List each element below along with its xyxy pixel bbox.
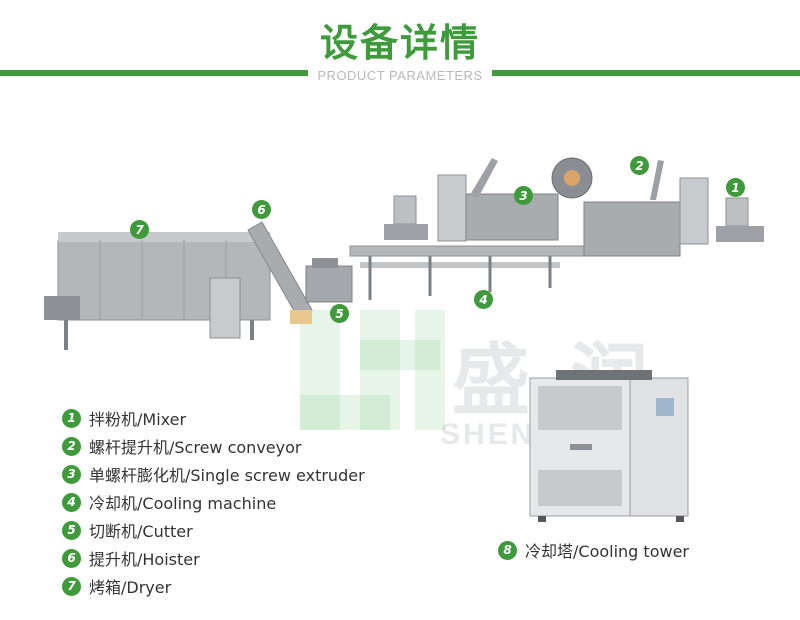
callout-3: 3 bbox=[514, 186, 533, 205]
extruder-left bbox=[437, 158, 559, 242]
legend-number: 5 bbox=[62, 520, 81, 540]
legend-label: 提升机/Hoister bbox=[89, 550, 200, 569]
extruder-right bbox=[583, 160, 709, 257]
legend-number: 8 bbox=[498, 540, 517, 560]
legend-number: 6 bbox=[62, 548, 81, 568]
legend-number: 3 bbox=[62, 464, 81, 484]
legend-label: 螺杆提升机/Screw conveyor bbox=[89, 438, 302, 457]
callout-6: 6 bbox=[252, 200, 271, 219]
legend-number: 4 bbox=[62, 492, 81, 512]
legend-item: 6 提升机/Hoister bbox=[62, 544, 442, 572]
callout-5: 5 bbox=[330, 304, 349, 323]
legend-list: 1 拌粉机/Mixer 2 螺杆提升机/Screw conveyor 3 单螺杆… bbox=[62, 404, 442, 600]
title-rule-right bbox=[492, 70, 800, 76]
legend-label: 拌粉机/Mixer bbox=[89, 410, 187, 429]
legend-label: 烤箱/Dryer bbox=[89, 578, 172, 597]
legend-number: 7 bbox=[62, 576, 81, 596]
page-title: 设备详情 bbox=[319, 21, 480, 65]
legend-item-cooling-tower: 8 冷却塔/Cooling tower bbox=[498, 538, 689, 562]
title-rule-left bbox=[0, 70, 308, 76]
cooling-tower-machine bbox=[529, 370, 689, 522]
legend-item: 1 拌粉机/Mixer bbox=[62, 404, 442, 432]
legend-label: 切断机/Cutter bbox=[89, 522, 193, 541]
legend-label: 单螺杆膨化机/Single screw extruder bbox=[89, 466, 365, 485]
callout-7: 7 bbox=[130, 220, 149, 239]
callout-1: 1 bbox=[726, 178, 745, 197]
hoister-machine bbox=[247, 221, 313, 324]
callout-4: 4 bbox=[474, 290, 493, 309]
legend-item: 4 冷却机/Cooling machine bbox=[62, 488, 442, 516]
cooling-conveyor bbox=[349, 245, 587, 300]
legend-item: 5 切断机/Cutter bbox=[62, 516, 442, 544]
legend-item: 3 单螺杆膨化机/Single screw extruder bbox=[62, 460, 442, 488]
legend-label: 冷却机/Cooling machine bbox=[89, 494, 277, 513]
dryer-machine bbox=[44, 232, 271, 350]
cutter-machine bbox=[305, 258, 353, 303]
callout-2: 2 bbox=[630, 156, 649, 175]
legend-number: 1 bbox=[62, 408, 81, 428]
mixer-right bbox=[716, 197, 764, 242]
legend-item: 2 螺杆提升机/Screw conveyor bbox=[62, 432, 442, 460]
legend-label: 冷却塔/Cooling tower bbox=[525, 542, 689, 561]
mixer-left bbox=[384, 195, 428, 240]
page-subtitle: PRODUCT PARAMETERS bbox=[317, 68, 483, 83]
legend-number: 2 bbox=[62, 436, 81, 456]
legend-item: 7 烤箱/Dryer bbox=[62, 572, 442, 600]
